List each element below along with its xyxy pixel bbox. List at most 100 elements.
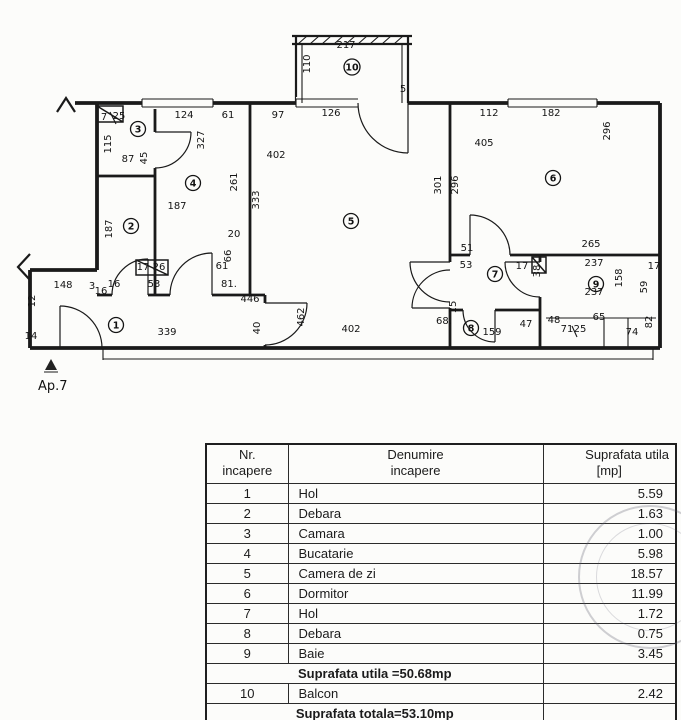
dimension-label: 25 (574, 324, 587, 335)
header-line: incapere (390, 463, 441, 479)
dimension-label: 446 (240, 294, 259, 305)
dimension-label: 14 (25, 331, 38, 342)
dimension-label: 81. (221, 279, 237, 290)
dimension-label: 217 (336, 40, 355, 51)
room-area-table: Nr. incapere Denumire incapere Suprafata… (205, 443, 677, 720)
dimension-label: 97 (272, 110, 285, 121)
dimension-label: 296 (602, 121, 613, 140)
room-number-1: 1 (107, 316, 125, 334)
dimension-label: 187 (167, 201, 186, 212)
window-mask (142, 97, 213, 109)
dimension-label: 17 (516, 261, 529, 272)
dimension-label: 20 (228, 229, 241, 240)
dimension-label: 237 (584, 287, 603, 298)
total-row: Suprafata totala=53.10mp (205, 703, 677, 720)
dimension-label: 82 (644, 316, 655, 329)
dimension-label: 402 (341, 324, 360, 335)
subtotal-row: Suprafata utila =50.68mp (205, 663, 677, 684)
dimension-label: 15 (448, 301, 459, 314)
svg-text:8: 8 (468, 323, 475, 334)
dimension-label: 126 (321, 108, 340, 119)
cell-area: 1.00 (542, 523, 677, 544)
dimension-label: 51 (461, 243, 474, 254)
cell-name: Camera de zi (287, 563, 544, 584)
room-number-7: 7 (486, 265, 504, 283)
dimension-label: 40 (252, 322, 263, 335)
windows-and-fixtures (44, 35, 656, 373)
header-line: Nr. (238, 447, 256, 462)
dimension-label: 159 (482, 327, 501, 338)
dimension-label: 339 (157, 327, 176, 338)
dimension-label: 66 (223, 250, 234, 263)
wall-break-marks (16, 95, 76, 281)
svg-text:7: 7 (492, 269, 499, 280)
cell-area: 11.99 (542, 583, 677, 604)
dimension-label: 182 (541, 108, 560, 119)
dimension-label: 48 (548, 315, 561, 326)
table-row-balcon: 10 Balcon 2.42 (205, 683, 677, 704)
room-number-6: 6 (544, 169, 562, 187)
dimension-label: 261 (229, 172, 240, 191)
dimension-label: 59 (639, 281, 650, 294)
cell-name: Balcon (287, 683, 544, 704)
cell-area: 2.42 (542, 683, 677, 704)
cell-nr: 7 (205, 603, 289, 624)
cell-area: 1.72 (542, 603, 677, 624)
cell-name: Bucatarie (287, 543, 544, 564)
cell-nr: 5 (205, 563, 289, 584)
svg-text:5: 5 (348, 216, 355, 227)
room-number-9: 9 (587, 275, 605, 293)
cell-area: 18.57 (542, 563, 677, 584)
dimension-label: 12 (27, 295, 38, 308)
apartment-label: Ap.7 (38, 379, 68, 394)
svg-text:9: 9 (593, 279, 600, 290)
cell-nr: 2 (205, 503, 289, 524)
dimension-label: 402 (266, 150, 285, 161)
dimension-label: 61 (216, 261, 229, 272)
dimension-label: 87 (122, 154, 135, 165)
dimension-label: 327 (196, 130, 207, 149)
dimension-label: 45 (139, 152, 150, 165)
dimension-label: 7 (101, 112, 107, 123)
dimension-label: 38 (532, 265, 543, 278)
cell-nr: 6 (205, 583, 289, 604)
interior-walls (97, 103, 660, 348)
dimension-label: 68. (436, 316, 452, 327)
table-header-row: Nr. incapere Denumire incapere Suprafata… (205, 443, 677, 484)
header-denumire-incapere: Denumire incapere (287, 443, 544, 484)
header-line: Suprafata utila (585, 447, 669, 462)
svg-text:10: 10 (345, 62, 359, 73)
cell-empty (542, 663, 677, 684)
cell-name: Baie (287, 643, 544, 664)
dimension-label: 53 (148, 279, 161, 290)
cell-area: 1.63 (542, 503, 677, 524)
room-number-5: 5 (342, 212, 360, 230)
cell-nr: 9 (205, 643, 289, 664)
header-suprafata-utila: Suprafata utila [mp] (542, 443, 677, 484)
dimension-label: 115 (103, 134, 114, 153)
dimension-label: 61 (222, 110, 235, 121)
cell-name: Hol (287, 603, 544, 624)
dimension-label: 296 (450, 175, 461, 194)
duct-niches (96, 105, 547, 276)
cell-name: Debara (287, 503, 544, 524)
window-mask (296, 97, 358, 109)
svg-text:6: 6 (550, 173, 557, 184)
dimension-label: 25 (113, 111, 126, 122)
dimension-label: 16 (108, 279, 121, 290)
cell-area: 3.45 (542, 643, 677, 664)
header-line: incapere (222, 463, 273, 479)
dimension-label: 17 (648, 261, 661, 272)
cell-empty (542, 703, 677, 720)
svg-text:3: 3 (135, 124, 142, 135)
dimension-label: 462 (296, 307, 307, 326)
svg-text:1: 1 (113, 320, 120, 331)
